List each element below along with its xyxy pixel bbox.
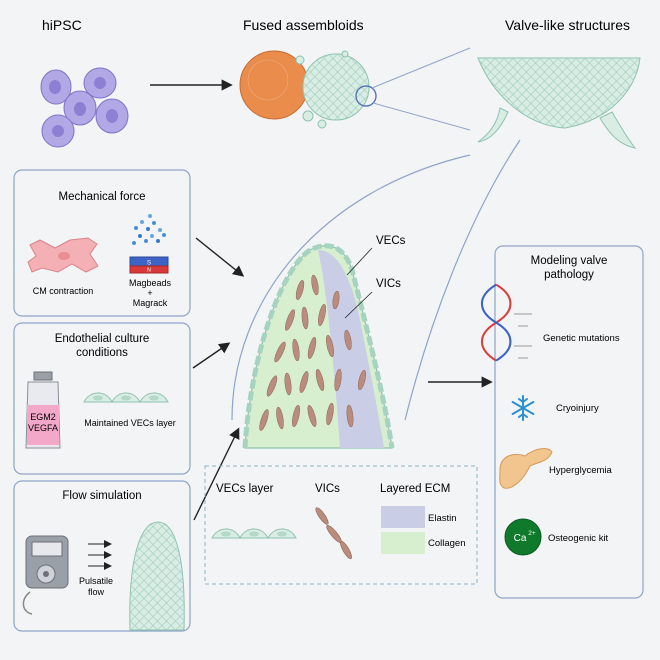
calcium-charge: 2+	[528, 530, 536, 537]
cardiomyocyte-icon	[27, 237, 99, 273]
magnet-n-label: N	[147, 268, 151, 274]
vecs-layer-icon	[83, 392, 169, 404]
mechanical-force-title: Mechanical force	[59, 191, 146, 203]
legend-elastin-label: Elastin	[428, 513, 457, 524]
vics-callout: VICs	[376, 278, 401, 290]
cm-contraction-label: CM contraction	[33, 286, 94, 296]
vecs-callout: VECs	[376, 235, 406, 247]
valve-structures-label: Valve-like structures	[505, 17, 630, 33]
legend-vecs-layer: VECs layer	[216, 483, 274, 495]
magbeads-label: Magbeads	[129, 278, 172, 288]
arrow-flow-to-valve	[193, 427, 240, 521]
pathology-osteogenic-kit: Osteogenic kit	[548, 533, 609, 544]
hipsc-label: hiPSC	[42, 17, 82, 33]
zoom-line-upper	[371, 47, 471, 89]
pathology-hyperglycemia: Hyperglycemia	[549, 465, 613, 476]
pathology-cryoinjury: Cryoinjury	[556, 403, 599, 414]
endothelial-title-line2: conditions	[76, 347, 128, 359]
legend-vics: VICs	[315, 483, 340, 495]
calcium-symbol: Ca	[514, 533, 527, 544]
flow-valve-icon	[129, 521, 185, 631]
legend-elastin-swatch	[381, 506, 425, 528]
plus-label: +	[147, 288, 152, 298]
legend-layered-ecm: Layered ECM	[380, 483, 450, 495]
mechanical-force-panel	[13, 169, 191, 317]
pathology-title-line1: Modeling valve	[531, 255, 608, 267]
pancreas-icon	[499, 448, 553, 489]
arrow-mechanical-to-valve	[195, 237, 245, 277]
legend-box	[204, 465, 478, 585]
snowflake-icon	[511, 395, 535, 421]
arrow-endothelial-to-valve	[192, 342, 231, 369]
legend-collagen-swatch	[381, 532, 425, 554]
magnet-s-label: S	[147, 261, 151, 267]
peristaltic-pump-icon	[22, 535, 69, 615]
flow-simulation-title: Flow simulation	[62, 490, 141, 502]
zoom-funnel-right	[404, 139, 521, 421]
endothelial-title-line1: Endothelial culture	[55, 333, 150, 345]
vecs-pointer	[346, 247, 373, 276]
flow-label: flow	[88, 587, 105, 597]
bottle-label-vegfa: VEGFA	[28, 423, 58, 433]
fused-assembloid	[239, 50, 377, 129]
valve-cross-section	[242, 243, 395, 449]
pathology-panel	[494, 245, 644, 599]
pathology-title-line2: pathology	[544, 269, 594, 281]
pathology-genetic-mutations: Genetic mutations	[543, 333, 620, 344]
calcium-icon	[504, 518, 542, 556]
vics-pointer	[344, 291, 373, 319]
legend-collagen-label: Collagen	[428, 538, 466, 549]
magrack-label: Magrack	[133, 298, 168, 308]
magnet-icon: S N	[129, 256, 169, 274]
magbeads-dots	[132, 214, 166, 245]
zoom-funnel-left	[231, 154, 471, 421]
legend-vecs-icon	[211, 528, 297, 540]
valve-like-structure	[477, 57, 641, 149]
maintained-vecs-label: Maintained VECs layer	[84, 418, 176, 428]
legend-vics-icon	[315, 507, 352, 560]
bottle-label-egm2: EGM2	[30, 412, 56, 422]
dna-icon	[480, 283, 532, 362]
fused-assembloids-label: Fused assembloids	[243, 17, 364, 33]
medium-bottle-icon	[25, 371, 61, 449]
zoom-line-lower	[372, 102, 471, 131]
hipsc-cells	[40, 67, 129, 148]
pulsatile-label: Pulsatile	[79, 576, 113, 586]
